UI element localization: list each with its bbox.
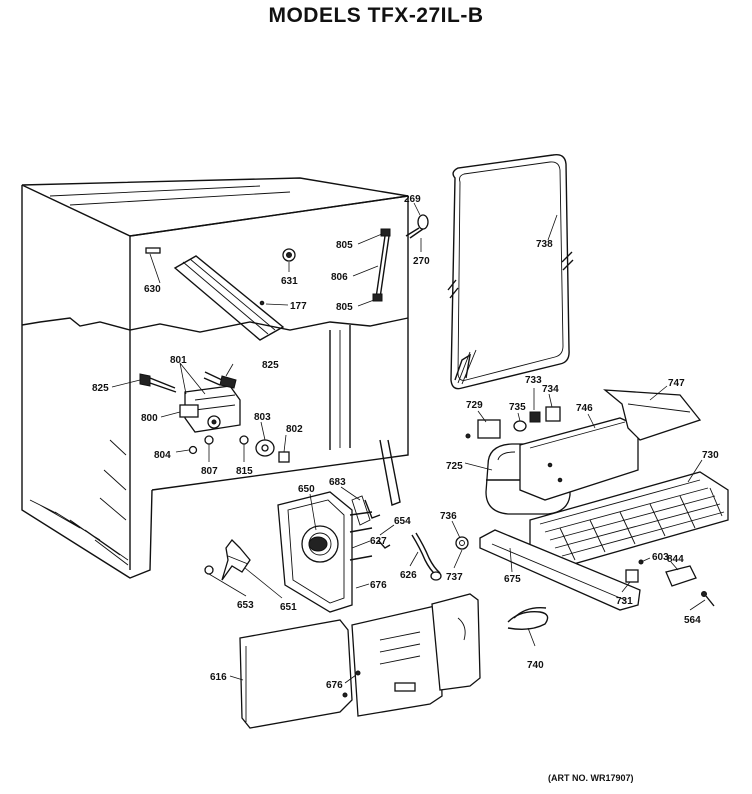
label-800: 800 (141, 413, 158, 424)
label-627: 627 (370, 536, 387, 547)
label-603: 603 (652, 552, 669, 563)
label-651: 651 (280, 602, 297, 613)
start-relay-parts (465, 406, 561, 439)
label-805-top: 805 (336, 240, 353, 251)
label-270: 270 (413, 256, 430, 267)
label-683: 683 (329, 477, 346, 488)
mounting-grommet (455, 536, 469, 550)
label-802: 802 (286, 424, 303, 435)
label-747: 747 (668, 378, 685, 389)
label-803: 803 (254, 412, 271, 423)
label-654: 654 (394, 516, 411, 527)
label-844: 844 (667, 554, 684, 565)
label-740: 740 (527, 660, 544, 671)
label-815: 815 (236, 466, 253, 477)
leader-lines (111, 202, 706, 684)
label-825-right: 825 (262, 360, 279, 371)
label-729: 729 (466, 400, 483, 411)
access-cover-panels (239, 593, 481, 729)
relay-overload-assembly (139, 371, 290, 463)
label-825-left: 825 (92, 383, 109, 394)
label-626: 626 (400, 570, 417, 581)
label-631: 631 (281, 276, 298, 287)
wire-harness (411, 532, 442, 581)
label-737: 737 (446, 572, 463, 583)
tube-assembly (372, 228, 391, 302)
art-number: (ART NO. WR17907) (548, 773, 634, 783)
label-616: 616 (210, 672, 227, 683)
label-650: 650 (298, 484, 315, 495)
label-730: 730 (702, 450, 719, 461)
label-801: 801 (170, 355, 187, 366)
label-734: 734 (542, 384, 559, 395)
part-labels: 269 270 738 805 806 805 631 630 177 801 … (92, 194, 719, 691)
label-807: 807 (201, 466, 218, 477)
fan-motor-shroud (277, 491, 391, 613)
door-gasket (447, 154, 574, 390)
label-805-bottom: 805 (336, 302, 353, 313)
label-806: 806 (331, 272, 348, 283)
label-675: 675 (504, 574, 521, 585)
label-746: 746 (576, 403, 593, 414)
label-676-lower: 676 (326, 680, 343, 691)
label-733: 733 (525, 375, 542, 386)
label-804: 804 (154, 450, 171, 461)
drain-pan (603, 389, 702, 441)
fitting-269-270 (405, 214, 429, 239)
label-177: 177 (290, 301, 307, 312)
label-269: 269 (404, 194, 421, 205)
compressor-base (479, 529, 641, 611)
label-731: 731 (616, 596, 633, 607)
fan-blade (204, 539, 251, 581)
compressor-bracket (519, 417, 639, 501)
label-736: 736 (440, 511, 457, 522)
label-676-upper: 676 (370, 580, 387, 591)
label-630: 630 (144, 284, 161, 295)
label-725: 725 (446, 461, 463, 472)
label-735: 735 (509, 402, 526, 413)
cabinet-illustration (21, 177, 409, 579)
label-653: 653 (237, 600, 254, 611)
label-564: 564 (684, 615, 701, 626)
diagram-title: MODELS TFX-27IL-B (268, 4, 484, 27)
harness-clip (507, 607, 549, 631)
label-738: 738 (536, 239, 553, 250)
